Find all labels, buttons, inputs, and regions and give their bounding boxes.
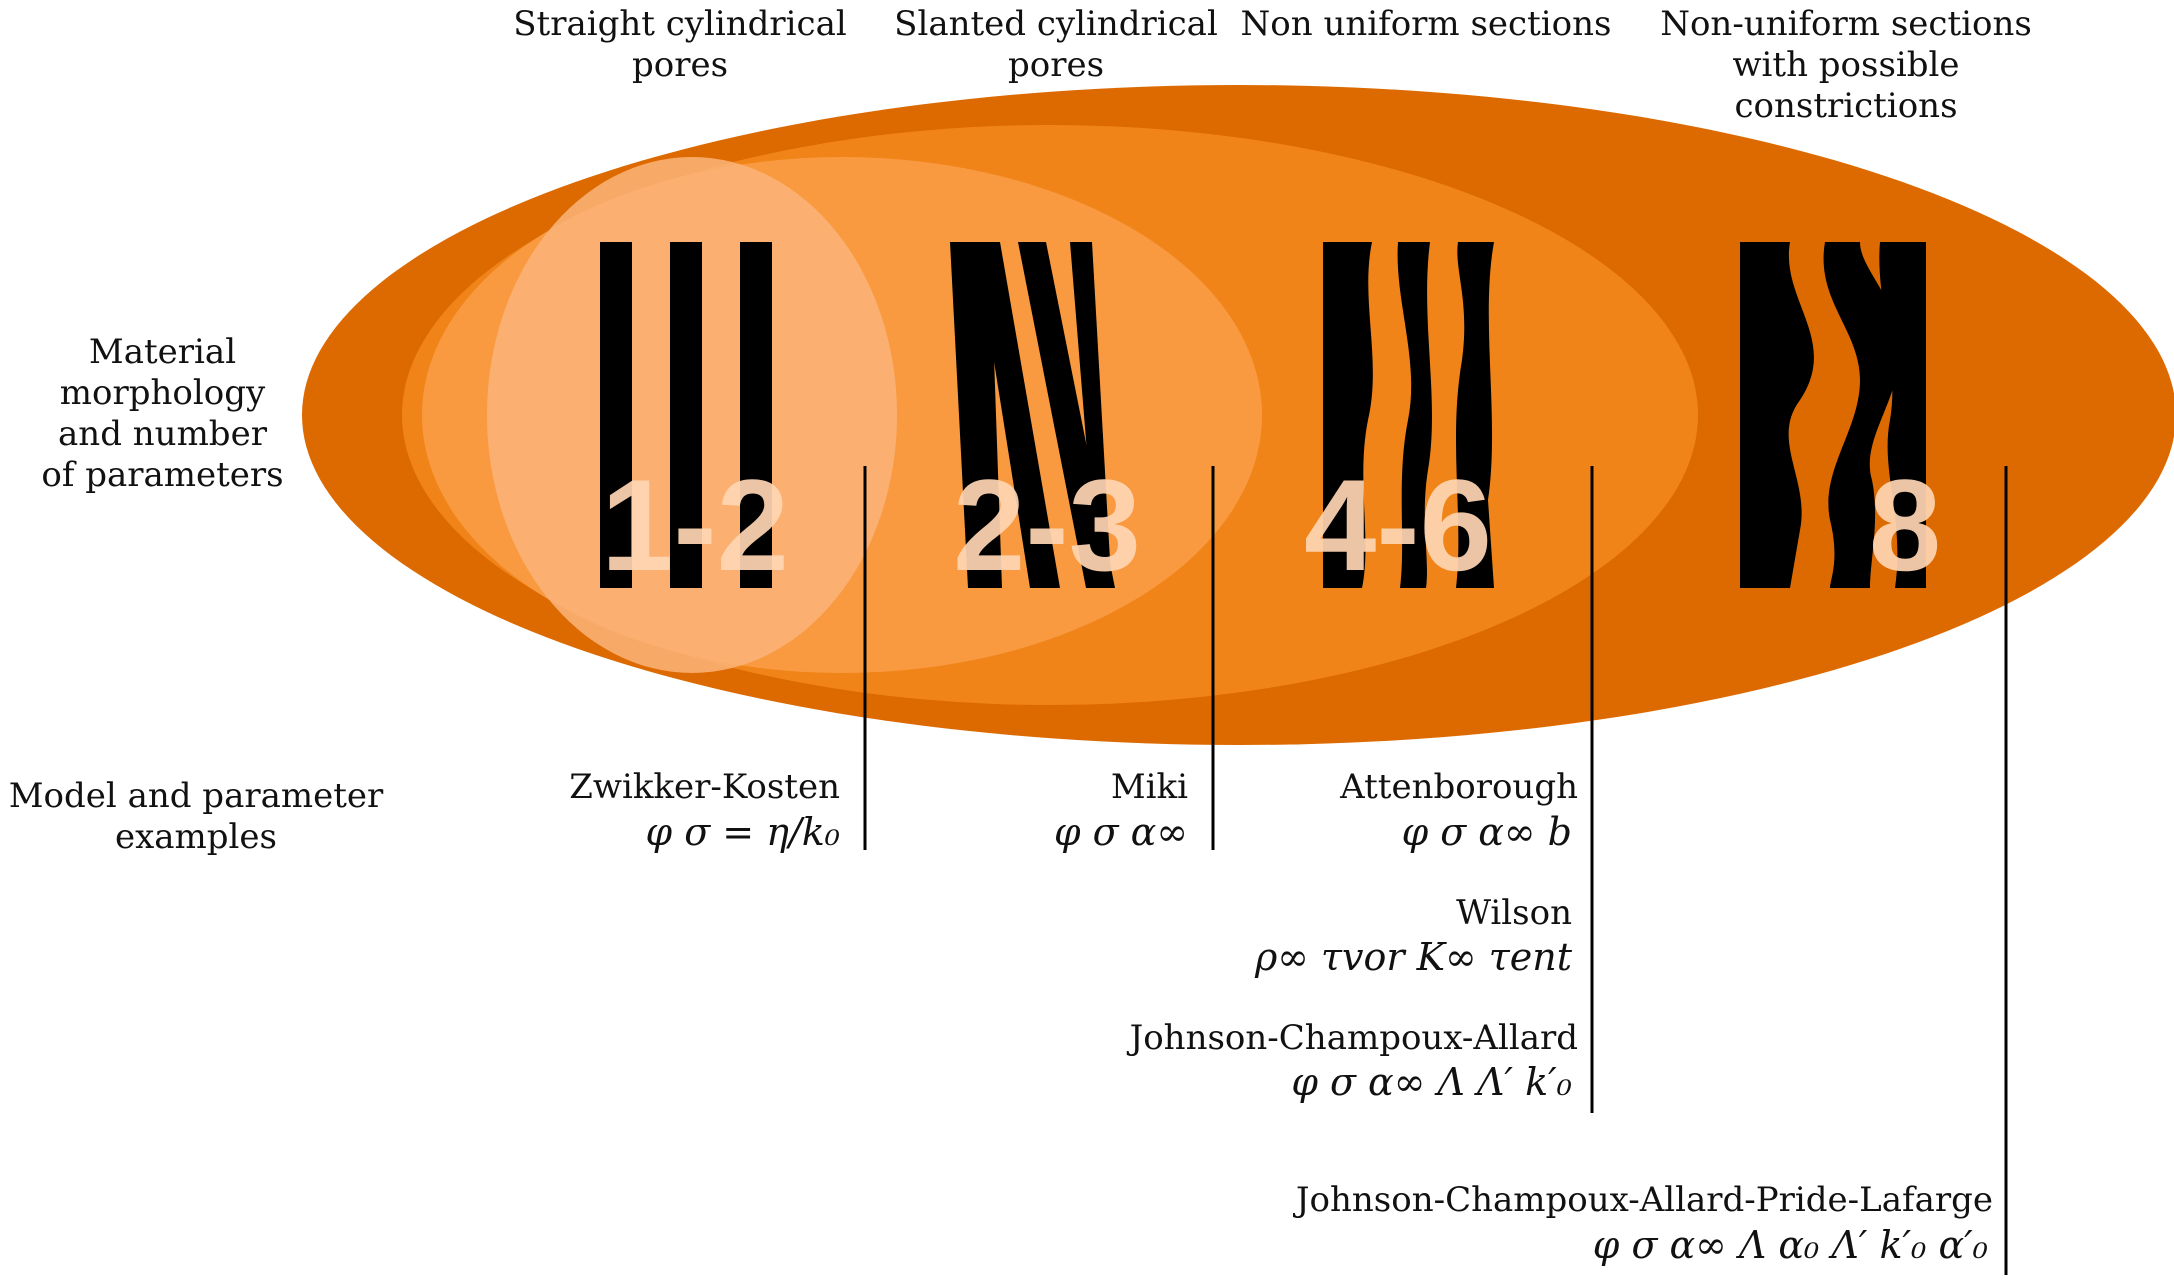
header-straight-pores: Straight cylindrical pores <box>513 4 847 85</box>
non-uniform-pores-icon <box>1323 242 1494 588</box>
slanted-pores-icon <box>950 242 1115 588</box>
model-params-miki: φ σ α∞ <box>1053 810 1188 854</box>
model-params-jca: φ σ α∞ Λ Λ′ k′₀ <box>1291 1060 1572 1104</box>
model-params-zwikker-kosten: φ σ = η/k₀ <box>645 810 840 854</box>
header-constrictions: Non-uniform sections with possible const… <box>1660 4 2032 126</box>
model-name-jcapl: Johnson-Champoux-Allard-Pride-Lafarge <box>1295 1180 1993 1220</box>
header-non-uniform: Non uniform sections <box>1240 4 1612 44</box>
straight-pores-icon <box>600 242 772 588</box>
model-name-jca: Johnson-Champoux-Allard <box>1129 1018 1578 1058</box>
model-name-miki: Miki <box>1110 767 1188 807</box>
param-count-4: 8 <box>1869 452 1941 598</box>
model-params-attenborough: φ σ α∞ b <box>1401 810 1572 854</box>
header-slanted-pores: Slanted cylindrical pores <box>894 4 1218 85</box>
model-params-jcapl: φ σ α∞ Λ α₀ Λ′ k′₀ α′₀ <box>1592 1223 1988 1267</box>
param-count-1: 1-2 <box>601 452 789 598</box>
constriction-pores-icon <box>1740 242 1926 588</box>
model-name-wilson: Wilson <box>1456 893 1572 933</box>
label-model-examples: Model and parameter examples <box>8 776 384 857</box>
model-name-zwikker-kosten: Zwikker-Kosten <box>569 767 840 807</box>
model-name-attenborough: Attenborough <box>1340 767 1578 807</box>
param-count-3: 4-6 <box>1304 452 1492 598</box>
param-count-2: 2-3 <box>953 452 1141 598</box>
model-params-wilson: ρ∞ τvor K∞ τent <box>1254 935 1572 979</box>
label-morphology: Material morphology and number of parame… <box>41 332 284 495</box>
